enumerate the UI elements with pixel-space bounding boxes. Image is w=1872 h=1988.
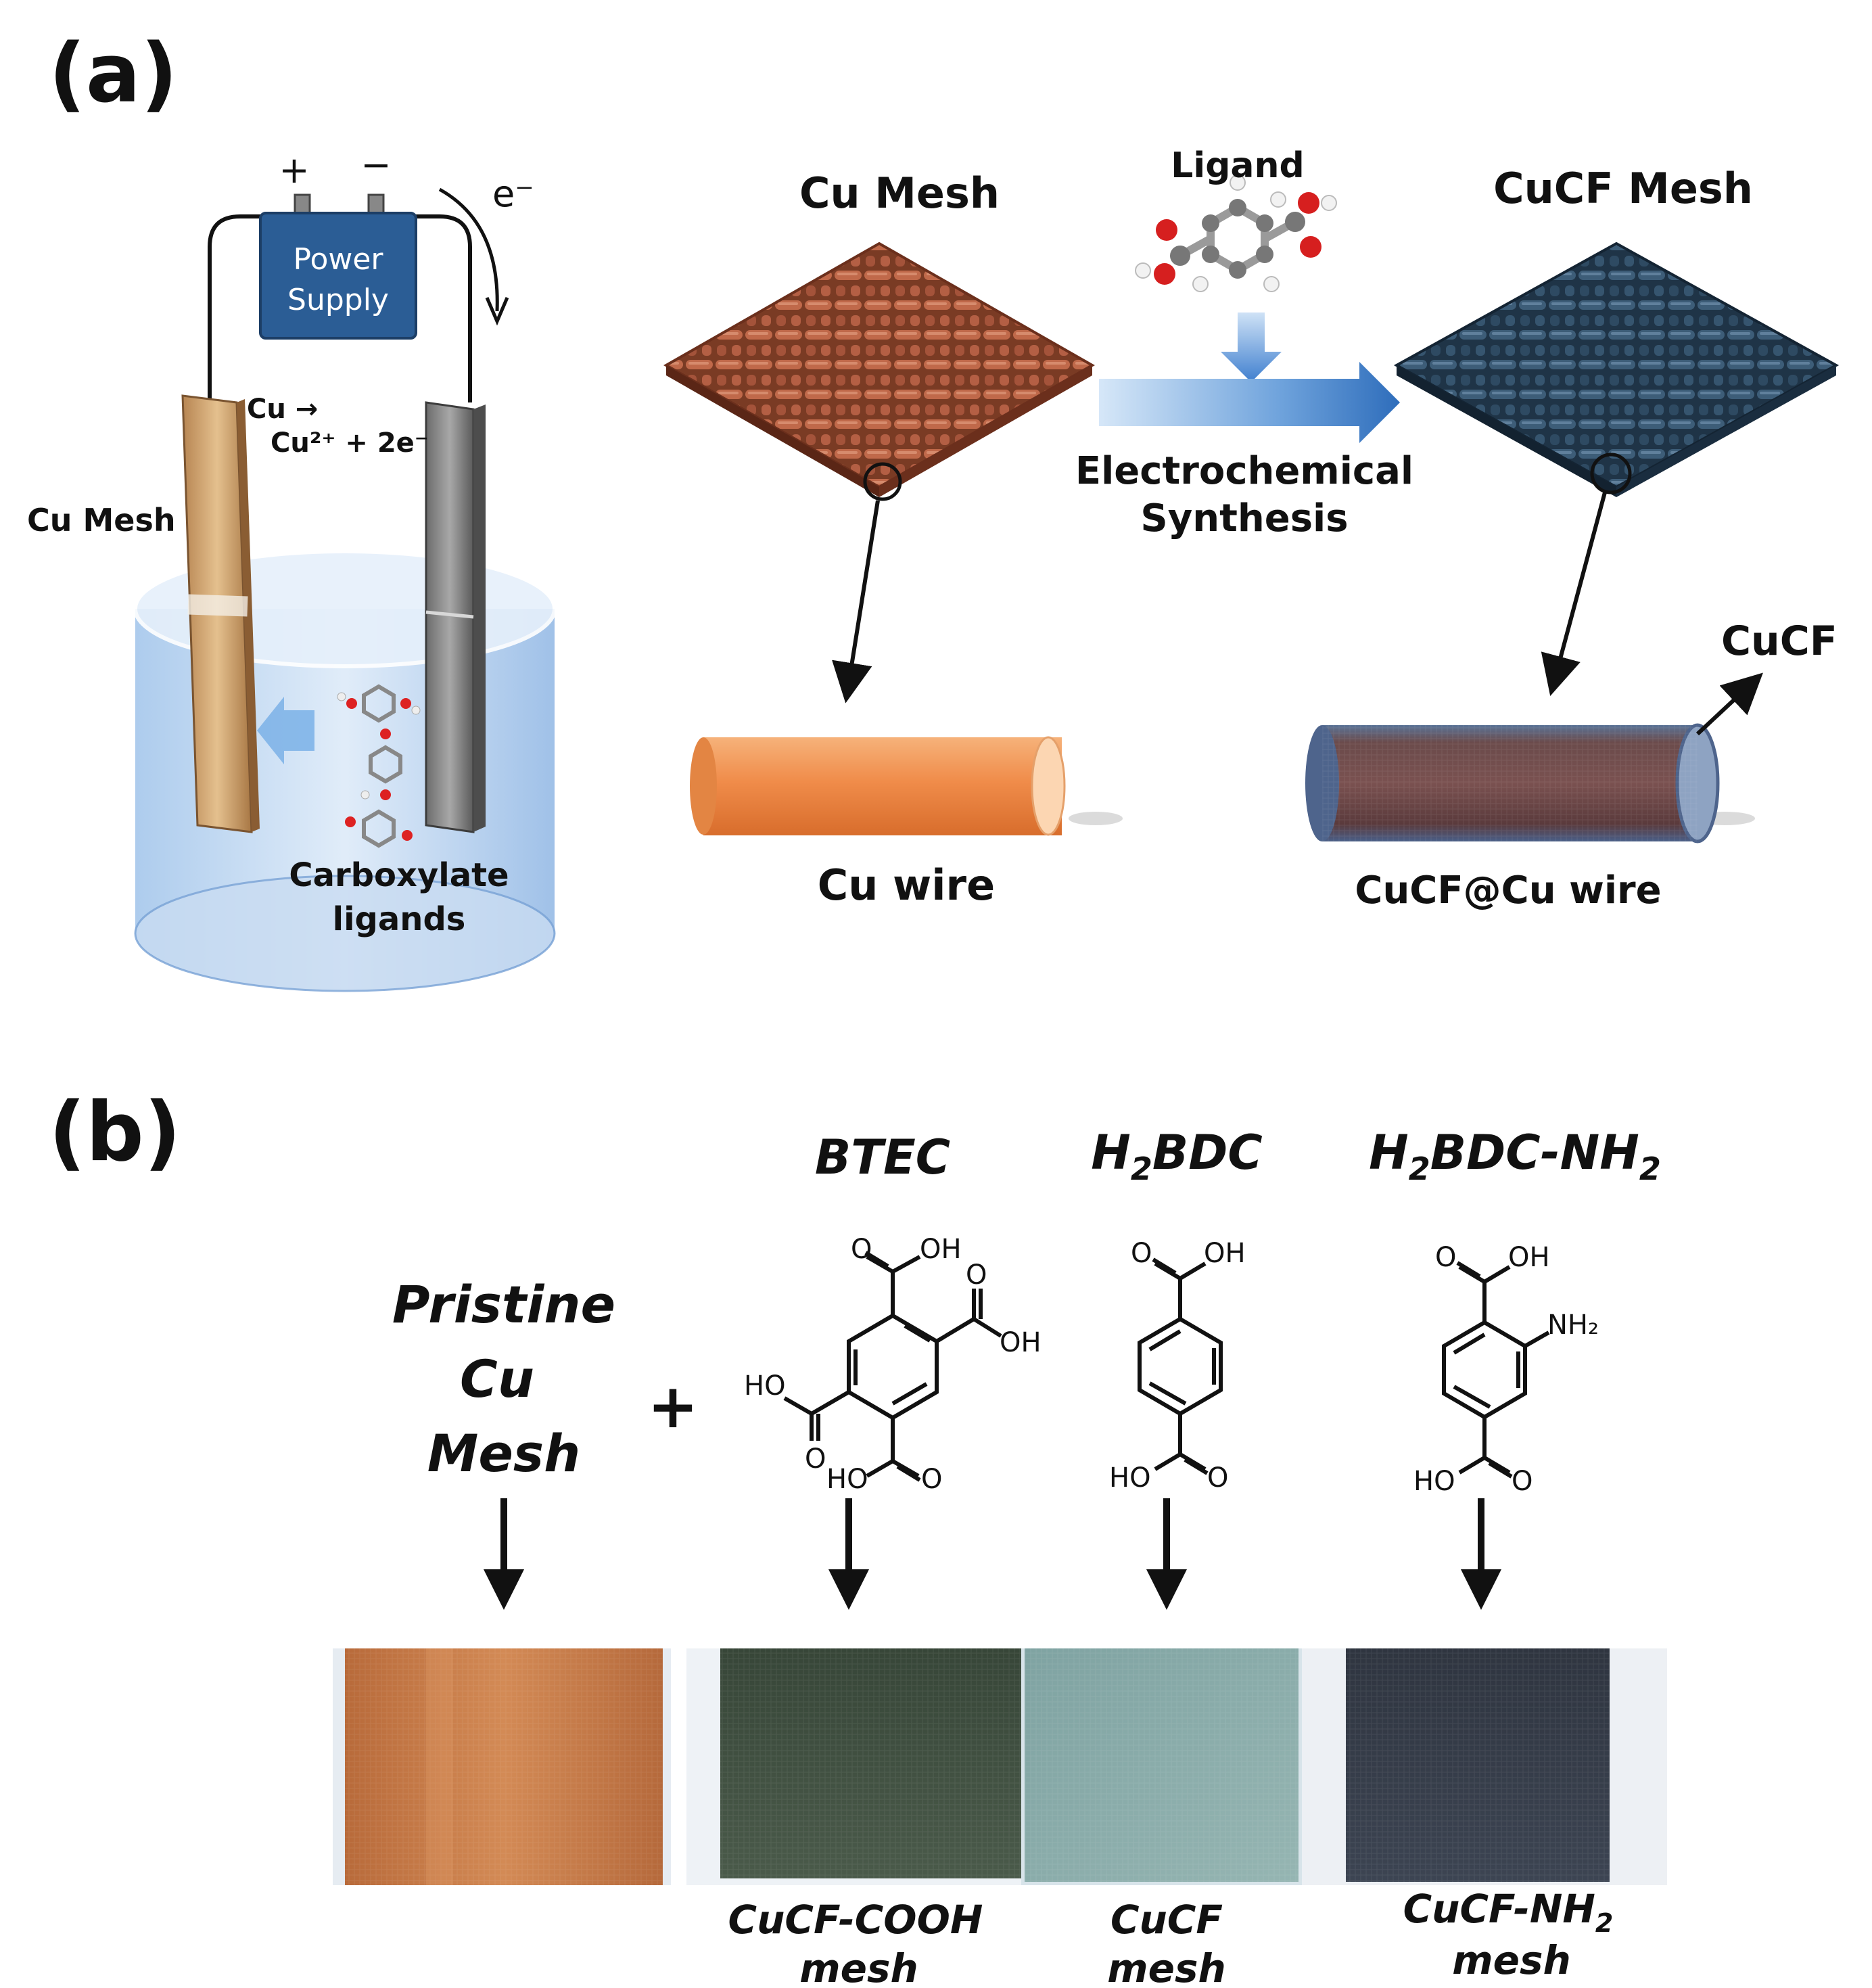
pristine-label-line1: Pristine [392, 1274, 615, 1335]
power-supply: Power Supply + − [259, 143, 417, 340]
battery-minus: − [360, 143, 391, 186]
cucf-mesh-title: CuCF Mesh [1493, 164, 1753, 213]
nh2ligand-o2: O [1512, 1466, 1532, 1497]
electron-flow-arrow: e⁻ [438, 172, 534, 326]
product-label-cucf-line1: CuCF [1110, 1897, 1223, 1943]
photo-cucf-cooh-mesh [686, 1648, 1025, 1885]
battery-plus: + [279, 149, 309, 191]
btec-o1: O [851, 1234, 872, 1265]
panel-b-arrows [484, 1498, 1501, 1610]
photo-pristine-cu-mesh [333, 1648, 671, 1885]
panel-b-label: (b) [49, 1086, 181, 1180]
btec-ho1: HO [744, 1370, 786, 1402]
cu-mesh-electrode [181, 394, 260, 833]
product-label-cooh-line2: mesh [799, 1945, 918, 1988]
product-label-nh2-line2: mesh [1452, 1937, 1571, 1983]
electron-label: e⁻ [492, 172, 534, 215]
cucf-layer-label: CuCF [1721, 618, 1838, 665]
panel-a-label: (a) [49, 27, 178, 121]
synthesis-label-line2: Synthesis [1140, 496, 1348, 540]
h2bdc-o1: O [1131, 1238, 1152, 1269]
h2bdc-ho: HO [1109, 1462, 1151, 1494]
product-label-cucf-line2: mesh [1107, 1945, 1226, 1988]
photo-cucf-mesh [1021, 1648, 1305, 1885]
ligand-name-h2bdc: H2BDC [1091, 1125, 1262, 1187]
reaction-line1: Cu → [247, 394, 318, 425]
cucf-mesh-illustration [1393, 241, 1840, 497]
synthesis-label-line1: Electrochemical [1075, 449, 1413, 493]
h2bdc-structure [1138, 1257, 1223, 1475]
ligand-title: Ligand [1171, 145, 1305, 186]
pristine-label-line2: Cu [460, 1349, 534, 1409]
beaker-ligand-molecules [337, 684, 421, 848]
cu-wire-illustration [690, 736, 1123, 836]
cu-mesh-electrode-label: Cu Mesh [27, 502, 176, 538]
plus-sign: + [647, 1371, 698, 1442]
btec-o4: O [921, 1464, 942, 1495]
h2bdc-o2: O [1207, 1462, 1228, 1494]
product-label-cooh-line1: CuCF-COOH [728, 1897, 983, 1943]
battery-label-line1: Power [293, 242, 383, 277]
ligand-name-h2bdc-nh2: H2BDC-NH2 [1369, 1125, 1661, 1187]
btec-oh1: OH [920, 1234, 962, 1265]
nh2ligand-o1: O [1435, 1242, 1456, 1273]
ligand-name-btec: BTEC [815, 1130, 950, 1185]
h2bdc-nh2-structure [1442, 1261, 1550, 1479]
nh2ligand-ho: HO [1413, 1466, 1455, 1497]
btec-ho2: HO [826, 1464, 868, 1495]
product-label-nh2-line1: CuCF-NH2 [1403, 1886, 1614, 1938]
pristine-label-line3: Mesh [427, 1423, 581, 1483]
synthesis-arrow [1099, 362, 1400, 443]
ion-migration-arrow [257, 697, 314, 764]
cucf-zoom-pointer [1541, 453, 1632, 696]
carboxylate-label-line2: ligands [333, 900, 466, 938]
btec-structure [783, 1251, 1002, 1482]
nh2ligand-oh: OH [1508, 1242, 1550, 1273]
photo-cucf-nh2-mesh [1302, 1648, 1667, 1885]
cucf-layer-pointer [1695, 672, 1763, 736]
cucf-wire-label: CuCF@Cu wire [1355, 869, 1661, 912]
cu-wire-label: Cu wire [818, 860, 995, 910]
counter-electrode [425, 401, 486, 833]
cu-mesh-title: Cu Mesh [799, 168, 1000, 218]
cucf-wire-illustration [1305, 723, 1755, 843]
btec-o3: O [805, 1443, 826, 1475]
btec-oh2: OH [1000, 1327, 1042, 1358]
circuit-wires [208, 214, 472, 402]
carboxylate-label-line1: Carboxylate [289, 856, 509, 894]
cu-mesh-illustration [663, 241, 1096, 497]
reaction-line2: Cu²⁺ + 2e⁻ [271, 427, 429, 459]
btec-o2: O [966, 1259, 987, 1291]
nh2ligand-nh2: NH₂ [1547, 1310, 1599, 1341]
battery-label-line2: Supply [287, 283, 389, 317]
ligand-down-arrow [1221, 313, 1282, 382]
h2bdc-oh: OH [1204, 1238, 1246, 1269]
ligand-molecule [1135, 175, 1337, 292]
cu-zoom-pointer [832, 462, 902, 703]
